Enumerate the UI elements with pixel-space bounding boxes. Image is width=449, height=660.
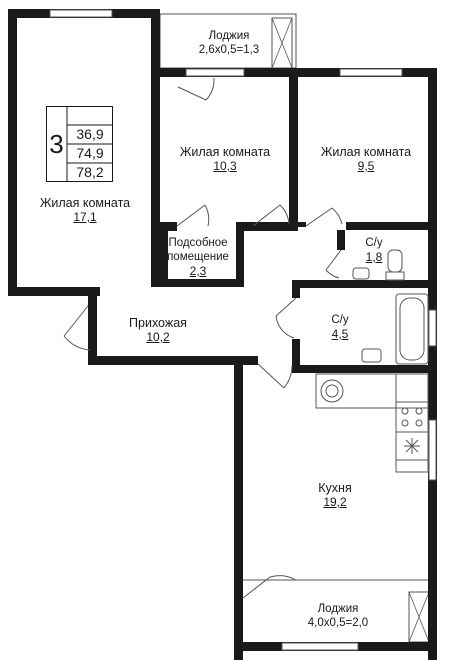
storage-area: 2,3 [189,264,207,278]
wall-kitchen-top [292,365,428,373]
window-bathroom [428,309,437,347]
window-living2 [185,68,245,77]
living-area-value: 36,9 [76,126,104,142]
wall-living2-bottom-left [151,222,177,231]
window-loggia-bottom [281,642,359,651]
wall-bath-top [292,280,428,288]
wall-living1-bottom [8,287,100,296]
total-area-value: 74,9 [76,145,104,161]
kitchen-label: Кухня 19,2 [300,481,370,509]
loggia-top-dims: 2,6х0,5=1,3 [198,44,260,56]
kitchen-name: Кухня [318,481,352,495]
loggia-window-crosses [271,17,430,643]
door-leaves [63,77,343,599]
storage-label: Подсобное помещение 2,3 [152,236,244,278]
wall-bath-left-upper [292,280,300,298]
door-storage [252,204,281,227]
wall-bath-left-lower [292,339,300,372]
toilet-tank [385,271,405,281]
wall-toilet-left [337,230,345,250]
hallway-label: Прихожая 10,2 [108,316,208,344]
hallway-area: 10,2 [146,330,170,344]
loggia-top-name: Лоджия [208,30,250,42]
wall-kitchen-left [234,356,243,660]
living-room-2-label: Жилая комната 10,3 [160,145,290,173]
fridge [395,431,429,461]
rooms-count: 3 [49,129,64,159]
loggia-bottom-name: Лоджия [317,603,359,615]
living-room-1-name: Жилая комната [39,196,131,210]
wall-hallway-bottom [88,356,258,365]
living-room-3-label: Жилая комната 9,5 [302,145,430,173]
kitchen-counter-side [395,373,429,473]
bathtub [395,293,429,365]
loggia-bottom-dims: 4,0х0,5=2,0 [307,617,369,629]
wall-living3-bottom [346,222,428,230]
wall-storage-right [236,231,244,287]
window-kitchen [428,419,437,481]
storage-name-line2: помещение [167,251,229,263]
wall-living3-stub [298,222,306,227]
living-room-2-name: Жилая комната [179,145,271,159]
living-room-1-area: 17,1 [73,210,97,224]
loggia-bottom-label: Лоджия 4,0х0,5=2,0 [283,602,393,630]
loggia-top-label: Лоджия 2,6х0,5=1,3 [164,29,294,57]
bathroom-label: С/у 4,5 [320,313,360,341]
kitchen-sink [320,379,344,403]
outer-wall-right [428,68,437,660]
window-living1 [49,9,113,18]
toilet-name: С/у [365,237,383,249]
bathroom-name: С/у [331,314,349,326]
storage-name-line1: Подсобное [168,237,228,249]
toilet-area: 1,8 [365,250,383,264]
outer-wall-top-right [151,68,437,77]
summary-badge-frame [46,106,113,182]
area-with-loggias-value: 78,2 [76,164,104,180]
door-living3 [305,207,333,227]
toilet-label: С/у 1,8 [356,236,392,264]
door-bathroom [275,297,297,317]
windows [49,9,437,651]
kitchen-counter-top [315,373,429,409]
window-living3 [339,68,403,77]
wall-living1-living2 [151,87,160,287]
bathroom-area: 4,5 [331,327,349,341]
living-room-2-area: 10,3 [213,159,237,173]
wall-storage-left [160,231,168,287]
door-kitchen [257,363,285,389]
sink-bathroom [361,348,382,363]
door-toilet [325,249,342,271]
living-room-3-area: 9,5 [357,159,375,173]
door-living2 [176,204,206,227]
door-living2-loggia [177,86,207,101]
living-room-1-label: Жилая комната 17,1 [20,196,150,224]
fixtures [315,249,429,473]
wall-storage-bottom [168,279,244,287]
wall-living1-right-upper [151,9,160,87]
door-loggia-bottom [242,576,271,599]
wall-living2-living3 [289,77,298,227]
wall-living2-bottom-right [236,222,298,231]
stove [395,401,429,433]
outer-wall-left [8,9,17,296]
sink-toilet [352,267,370,280]
apartment-summary-badge: 3 36,9 74,9 78,2 [46,106,113,182]
living-room-3-name: Жилая комната [320,145,412,159]
door-entrance [63,305,89,337]
kitchen-area: 19,2 [323,495,347,509]
hallway-name: Прихожая [129,316,187,330]
wall-hallway-left [88,287,97,365]
